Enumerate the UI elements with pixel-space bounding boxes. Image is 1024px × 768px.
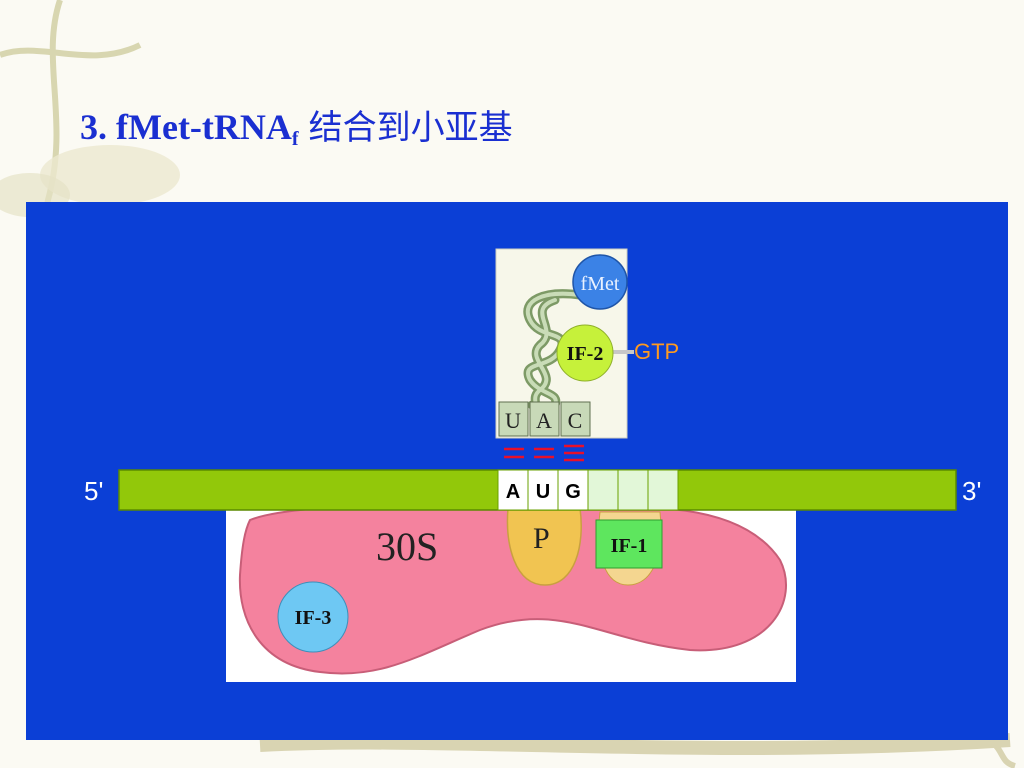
codon-box-3 xyxy=(557,469,589,511)
codon-box-6 xyxy=(647,469,679,511)
if1-factor xyxy=(595,519,663,569)
anticodon-box-1 xyxy=(498,401,529,437)
codon-base-u: U xyxy=(536,481,550,503)
base-pair-marks xyxy=(504,444,584,462)
if2-factor xyxy=(556,324,614,382)
anticodon-box-2 xyxy=(529,401,560,437)
title-subscript: f xyxy=(291,128,299,150)
if1-label: IF-1 xyxy=(611,535,648,557)
three-prime-label: 3' xyxy=(962,476,982,506)
codon-box-2 xyxy=(527,469,559,511)
page-title: 3. fMet-tRNAf 结合到小亚基 xyxy=(80,100,513,151)
30s-label: 30S xyxy=(376,524,438,569)
codon-base-a: A xyxy=(506,481,520,503)
title-chinese: 结合到小亚基 xyxy=(308,108,513,148)
p-site-label: P xyxy=(533,522,550,555)
codon-base-g: G xyxy=(565,481,581,503)
five-prime-label: 5' xyxy=(84,476,104,506)
codon-box-4 xyxy=(587,469,619,511)
fmet-label: fMet xyxy=(581,273,620,295)
anticodon-base-c: C xyxy=(568,408,583,433)
fmet-residue xyxy=(572,254,628,310)
gtp-label: GTP xyxy=(634,339,680,364)
codon-box-5 xyxy=(617,469,649,511)
if3-factor xyxy=(277,581,349,653)
if3-label: IF-3 xyxy=(295,607,332,629)
if2-label: IF-2 xyxy=(567,343,604,365)
anticodon-base-u: U xyxy=(505,408,521,433)
anticodon-box-3 xyxy=(560,401,591,437)
p-site xyxy=(506,507,582,586)
anticodon-base-a: A xyxy=(536,408,552,433)
title-main: 3. fMet-tRNA xyxy=(80,107,292,147)
